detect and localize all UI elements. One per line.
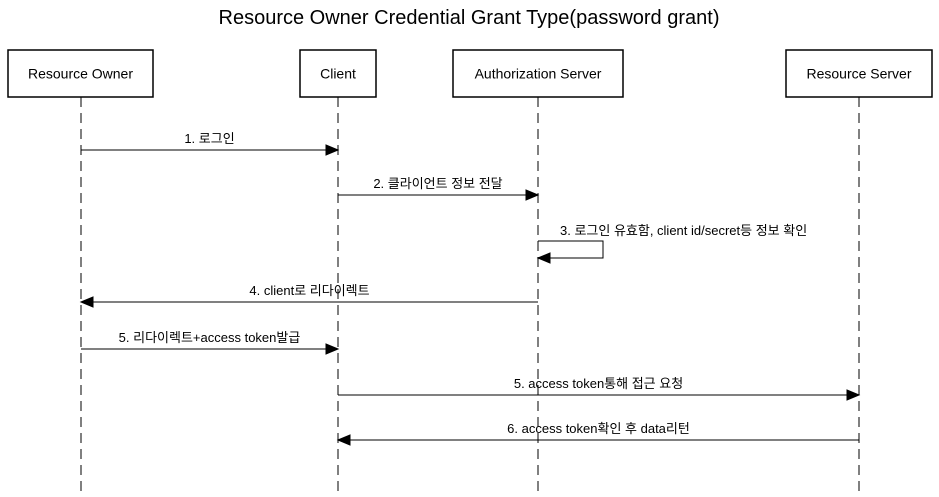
arrowhead-7 [336, 434, 351, 446]
message-7: 6. access token확인 후 data리턴 [336, 421, 859, 446]
participant-label-client: Client [320, 66, 356, 82]
arrowhead-6 [846, 389, 861, 401]
message-6: 5. access token통해 접근 요청 [338, 376, 861, 401]
message-line-3 [538, 240, 604, 259]
arrowhead-4 [79, 296, 94, 308]
participant-box-resource [785, 49, 933, 98]
message-label-5: 5. 리다이렉트+access token발급 [119, 330, 301, 345]
participant-box-owner [7, 49, 154, 98]
diagram-title: Resource Owner Credential Grant Type(pas… [219, 7, 720, 29]
participant-auth: Authorization Server [452, 49, 624, 98]
message-label-4: 4. client로 리다이렉트 [249, 283, 369, 298]
participant-box-client [299, 49, 377, 98]
participant-box-auth [452, 49, 624, 98]
lifelines [80, 97, 860, 497]
arrowhead-5 [325, 343, 340, 355]
message-label-6: 5. access token통해 접근 요청 [514, 376, 683, 391]
arrowhead-2 [525, 189, 540, 201]
participant-label-owner: Resource Owner [28, 66, 133, 82]
message-label-3: 3. 로그인 유효함, client id/secret등 정보 확인 [560, 223, 807, 238]
participant-owner: Resource Owner [7, 49, 154, 98]
message-5: 5. 리다이렉트+access token발급 [81, 330, 340, 355]
message-label-2: 2. 클라이언트 정보 전달 [373, 176, 502, 191]
messages: 1. 로그인 2. 클라이언트 정보 전달 3. 로그인 유효함, client i… [79, 131, 861, 446]
message-label-7: 6. access token확인 후 data리턴 [507, 421, 690, 436]
message-2: 2. 클라이언트 정보 전달 [338, 176, 540, 201]
message-3: 3. 로그인 유효함, client id/secret등 정보 확인 [536, 223, 807, 264]
participant-label-resource: Resource Server [806, 66, 911, 82]
message-label-1: 1. 로그인 [184, 131, 234, 146]
participant-label-auth: Authorization Server [475, 66, 602, 82]
participants: Resource Owner Client Authorization Server… [7, 49, 933, 98]
participant-client: Client [299, 49, 377, 98]
arrowhead-3 [536, 252, 551, 264]
arrowhead-1 [325, 144, 340, 156]
message-4: 4. client로 리다이렉트 [79, 283, 538, 308]
participant-resource: Resource Server [785, 49, 933, 98]
message-1: 1. 로그인 [81, 131, 340, 156]
